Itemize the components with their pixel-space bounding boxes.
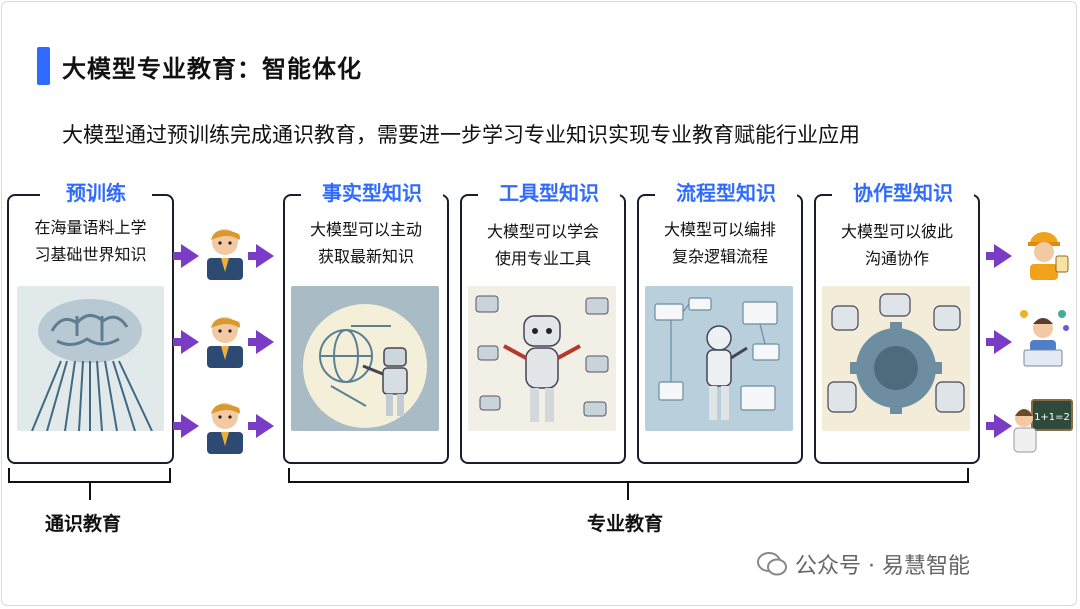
office-worker-icon [1014, 306, 1072, 368]
watermark: 公众号 · 易慧智能 [757, 548, 970, 580]
arrow-right-icon [248, 414, 274, 438]
card-title-process: 流程型知识 [655, 178, 797, 208]
card-desc-line: 大模型可以学会 [486, 222, 599, 241]
label-general-education: 通识教育 [45, 513, 122, 535]
card-desc-line: 复杂逻辑流程 [671, 247, 768, 266]
card-desc-line: 习基础世界知识 [34, 245, 147, 264]
page-title: 大模型专业教育：智能体化 [62, 55, 362, 83]
arrow-right-icon [173, 414, 199, 438]
board-text: 1+1=2 [1034, 412, 1070, 423]
student-avatar-icon [201, 310, 249, 368]
card-desc-tool: 大模型可以学会 使用专业工具 [467, 218, 619, 272]
page-subtitle: 大模型通过预训练完成通识教育，需要进一步学习专业知识实现专业教育赋能行业应用 [62, 123, 860, 147]
robots-gear-illustration [822, 286, 970, 431]
card-desc-collaboration: 大模型可以彼此 沟通协作 [821, 218, 973, 272]
student-avatar-icon [201, 396, 249, 454]
engineer-icon [1016, 222, 1072, 280]
wechat-icon [757, 552, 787, 576]
card-desc-process: 大模型可以编排 复杂逻辑流程 [644, 216, 796, 270]
arrow-right-icon [986, 244, 1012, 268]
card-desc-pretraining: 在海量语料上学 习基础世界知识 [14, 214, 167, 268]
card-desc-line: 大模型可以编排 [663, 220, 776, 239]
card-title-collaboration: 协作型知识 [832, 178, 974, 208]
robot-flowchart-illustration [645, 286, 793, 431]
student-avatar-icon [201, 222, 249, 280]
label-professional-education: 专业教育 [587, 513, 664, 535]
card-title-tool: 工具型知识 [478, 178, 620, 208]
card-title-pretraining: 预训练 [40, 178, 152, 208]
card-desc-line: 大模型可以彼此 [840, 222, 953, 241]
arrow-right-icon [986, 330, 1012, 354]
card-desc-factual: 大模型可以主动 获取最新知识 [290, 216, 442, 270]
arrow-right-icon [173, 330, 199, 354]
bottom-braces [8, 468, 969, 500]
robot-globe-illustration [291, 286, 439, 431]
arrow-right-icon [173, 244, 199, 268]
card-desc-line: 大模型可以主动 [309, 220, 422, 239]
card-desc-line: 沟通协作 [864, 249, 929, 268]
brain-illustration [17, 286, 164, 431]
card-desc-line: 在海量语料上学 [34, 218, 147, 237]
title-accent-bar [37, 47, 50, 85]
card-desc-line: 获取最新知识 [317, 247, 414, 266]
arrow-right-icon [248, 244, 274, 268]
card-desc-line: 使用专业工具 [494, 249, 591, 268]
teacher-board-icon: 1+1=2 [1010, 396, 1074, 454]
arrow-right-icon [248, 330, 274, 354]
robot-tools-illustration [468, 286, 616, 431]
card-title-factual: 事实型知识 [301, 178, 443, 208]
watermark-text: 公众号 · 易慧智能 [795, 554, 970, 579]
arrow-right-icon [986, 414, 1012, 438]
